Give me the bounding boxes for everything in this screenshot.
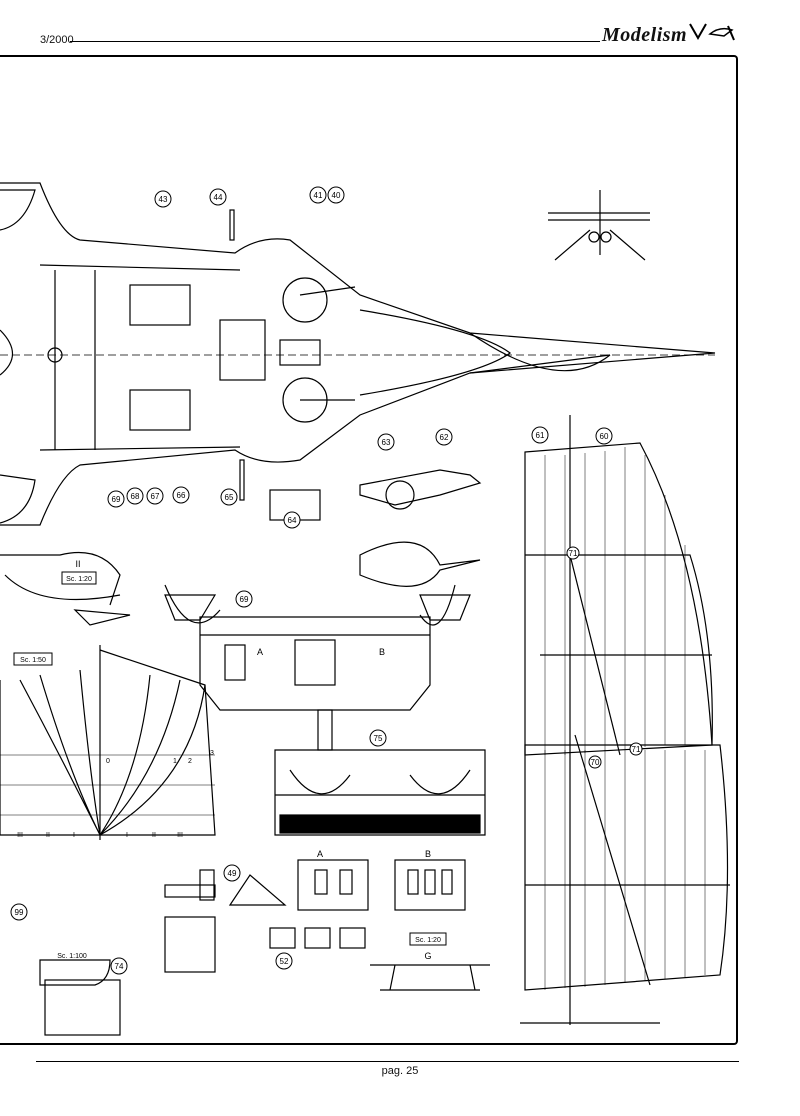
ship-plans-drawing: 43 44 41 40 62 63 61 60 64 65 66 67 68 6…	[0, 182, 730, 1036]
page-number: pag. 25	[381, 1065, 419, 1077]
scale-label-body-plan: Sc. 1:50	[20, 657, 46, 664]
body-plan-waterline: 3	[210, 750, 214, 757]
house-label-b: B	[425, 849, 431, 859]
svg-text:75: 75	[374, 734, 383, 743]
svg-text:52: 52	[280, 957, 289, 966]
body-plan	[0, 649, 216, 836]
callout-62: 62	[435, 428, 453, 446]
svg-text:64: 64	[288, 516, 297, 525]
svg-text:99: 99	[15, 908, 24, 917]
detail-label-ii: II	[75, 559, 80, 569]
callout-43: 43	[154, 190, 172, 208]
svg-text:68: 68	[131, 492, 140, 501]
svg-text:40: 40	[332, 191, 341, 200]
callout-67: 67	[146, 487, 164, 505]
svg-text:41: 41	[314, 191, 323, 200]
detail-label-g: G	[424, 951, 431, 961]
section-label-a: A	[257, 647, 263, 657]
scale-label-boat: Sc. 1:100	[57, 953, 87, 960]
svg-text:49: 49	[228, 869, 237, 878]
callout-64: 64	[283, 511, 301, 529]
svg-text:44: 44	[214, 193, 223, 202]
svg-text:63: 63	[382, 438, 391, 447]
body-plan-waterline: 1	[173, 758, 177, 765]
svg-text:69: 69	[240, 595, 249, 604]
svg-text:71: 71	[569, 549, 578, 558]
sail-elevation	[520, 415, 730, 1025]
svg-text:61: 61	[536, 431, 545, 440]
body-plan-station: I	[73, 832, 75, 839]
svg-text:69: 69	[112, 495, 121, 504]
header-rule	[70, 41, 600, 42]
svg-text:65: 65	[225, 493, 234, 502]
callout-74: 74	[110, 957, 128, 975]
body-plan-station: I	[126, 832, 128, 839]
body-plan-station: III	[177, 832, 183, 839]
callout-41: 41	[309, 186, 327, 204]
scale-label-g: Sc. 1:20	[415, 937, 441, 944]
issue-number: 3/2000	[40, 34, 74, 46]
scale-label-detail: Sc. 1:20	[66, 576, 92, 583]
callout-44: 44	[209, 188, 227, 206]
callout-71a: 71	[566, 546, 580, 560]
callout-66: 66	[172, 486, 190, 504]
magazine-logo: Modelism	[602, 24, 688, 46]
callout-70: 70	[588, 755, 602, 769]
deck-plan-outline	[0, 182, 716, 526]
callout-40: 40	[327, 186, 345, 204]
airplane-logo-icon	[689, 23, 735, 41]
svg-text:60: 60	[600, 432, 609, 441]
svg-text:70: 70	[591, 758, 600, 767]
svg-text:62: 62	[440, 433, 449, 442]
drawing-frame	[0, 55, 738, 1045]
body-plan-station: II	[152, 832, 156, 839]
callout-63: 63	[377, 433, 395, 451]
body-plan-station: 0	[106, 758, 110, 765]
callout-52: 52	[275, 952, 293, 970]
callout-60: 60	[595, 427, 613, 445]
body-plan-station: III	[17, 832, 23, 839]
house-label-a: A	[317, 849, 323, 859]
svg-text:66: 66	[177, 491, 186, 500]
footer-rule	[36, 1061, 739, 1062]
callout-49: 49	[223, 864, 241, 882]
callout-99: 99	[10, 903, 28, 921]
callout-65: 65	[220, 488, 238, 506]
callout-75: 75	[369, 729, 387, 747]
callout-61: 61	[531, 426, 549, 444]
svg-text:43: 43	[159, 195, 168, 204]
body-plan-station: II	[46, 832, 50, 839]
svg-text:71: 71	[632, 745, 641, 754]
svg-text:74: 74	[115, 962, 124, 971]
svg-text:67: 67	[151, 492, 160, 501]
callout-68: 68	[126, 487, 144, 505]
section-label-b: B	[379, 647, 385, 657]
callout-69b: 69	[235, 590, 253, 608]
callout-71b: 71	[629, 742, 643, 756]
callout-69a: 69	[107, 490, 125, 508]
body-plan-waterline: 2	[188, 758, 192, 765]
